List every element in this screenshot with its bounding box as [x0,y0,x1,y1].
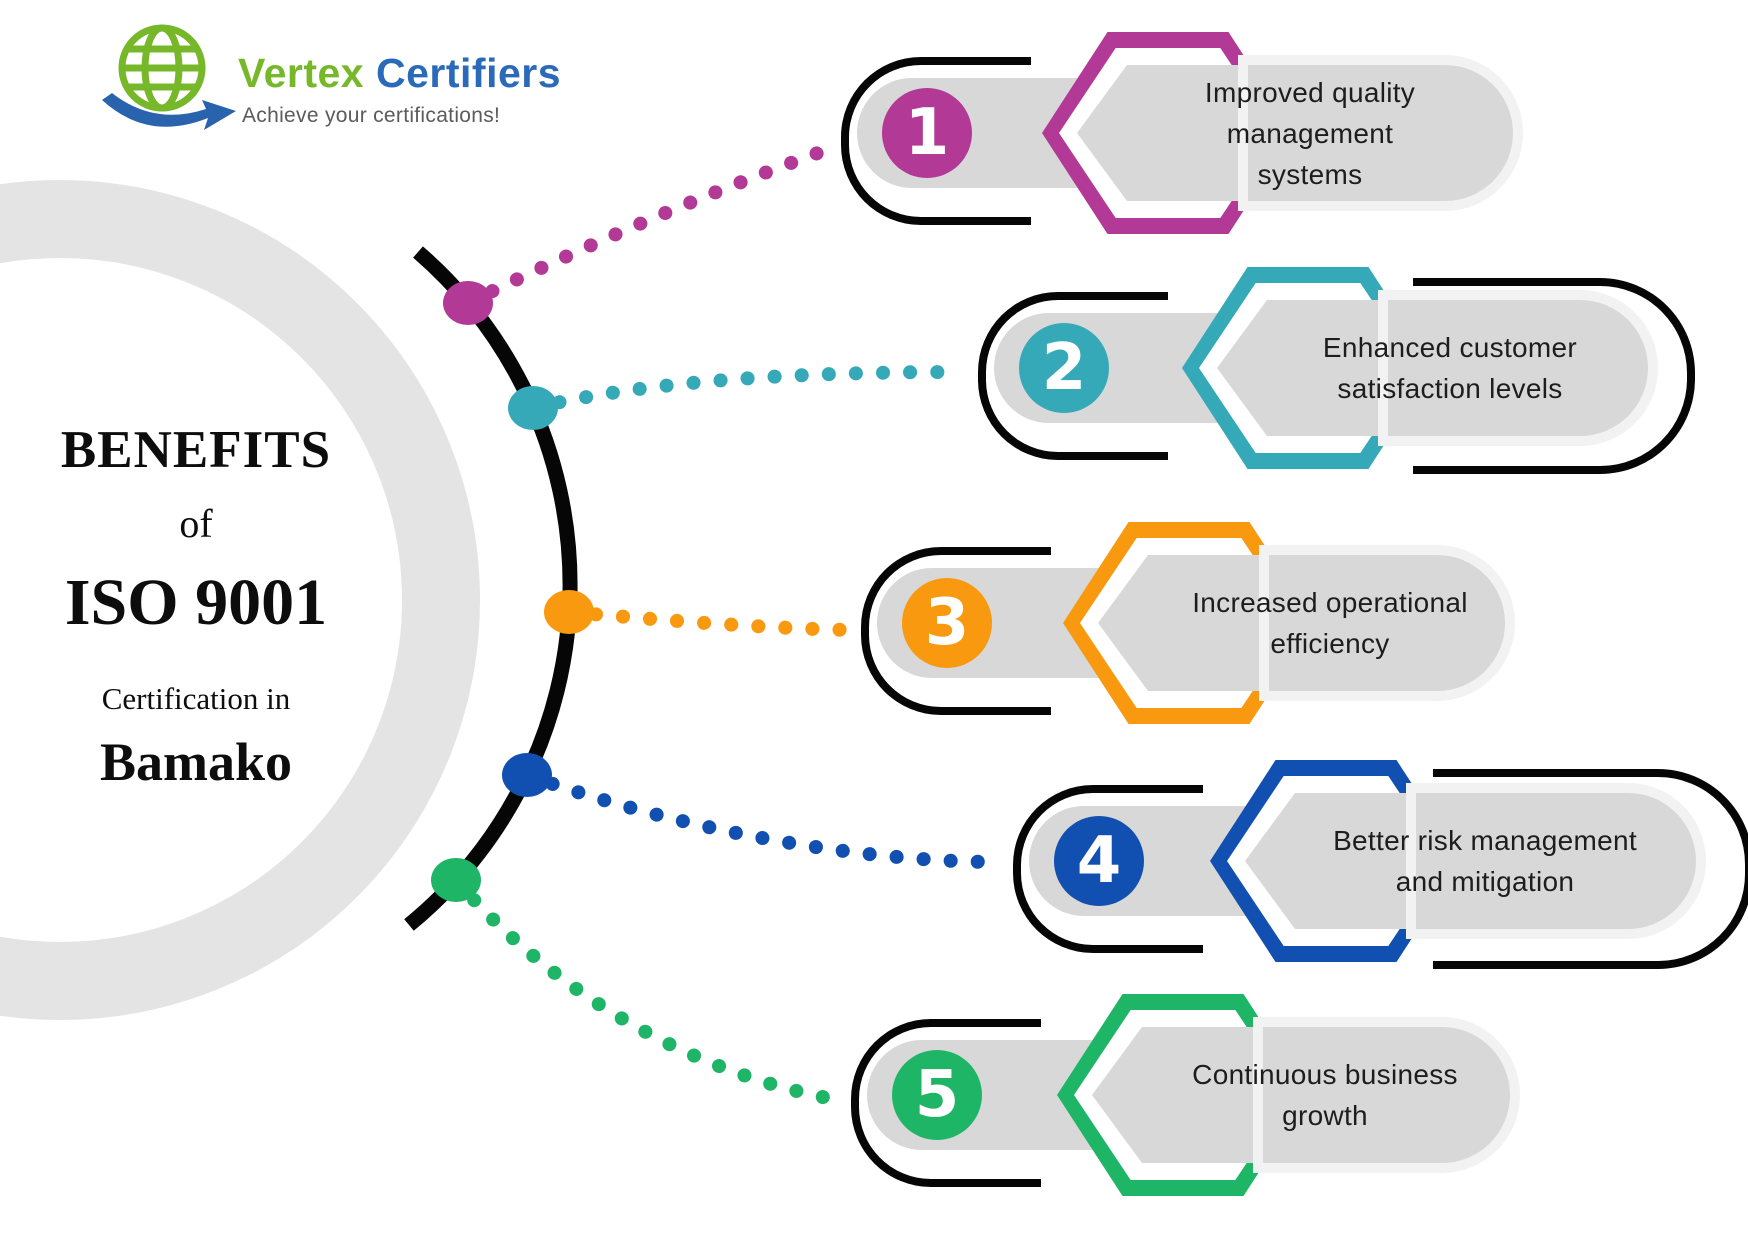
benefit-label-3: Increased operational efficiency [1192,587,1468,659]
text-panel-5 [1263,1027,1510,1163]
brand-name-part1: Vertex [238,50,365,96]
headline-city: Bamako [99,732,293,792]
connector-dotted-1 [461,143,833,310]
arc-node-5 [431,858,481,902]
benefit-label-2: Enhanced customer satisfaction levels [1322,332,1578,404]
brand-name-part2: Certifiers [376,50,562,96]
arc-node-2 [508,386,558,430]
benefit-number-1: 1 [882,88,972,178]
connector-dotted-4 [520,768,1007,869]
headline-benefits: BENEFITS [60,421,332,479]
brand-logo: Vertex Certifiers Achieve your certifica… [96,16,656,146]
bracket-left-2 [978,292,1168,460]
headline-iso9001: ISO 9001 [64,566,328,639]
headline-certification-in: Certification in [101,681,291,716]
arc-node-1 [443,281,493,325]
bracket-right-4 [1433,769,1748,969]
benefit-label-4: Better risk management and mitigation [1333,825,1637,897]
globe-arrow-icon [102,24,236,130]
arc-node-3 [544,590,594,634]
benefit-label-1: Improved quality management systems [1204,76,1416,190]
bracket-left-4 [1013,785,1203,953]
bracket-left-3 [861,547,1051,715]
connector-dotted-2 [526,365,969,415]
text-panel-1 [1248,65,1513,201]
text-panel-4 [1416,793,1696,929]
text-panel-2 [1388,300,1648,436]
benefit-label-5: Continuous business growth [1192,1059,1458,1131]
connector-dotted-5 [449,873,845,1107]
timeline-arc [404,246,578,931]
bracket-right-2 [1413,278,1695,474]
benefit-number-3: 3 [902,578,992,668]
bracket-left-1 [841,57,1031,225]
headline-block: BENEFITS of ISO 9001 Certification in Ba… [26,420,366,793]
text-panel-3 [1269,555,1505,691]
bracket-left-5 [851,1019,1041,1187]
headline-of: of [179,501,213,546]
benefit-number-5: 5 [892,1050,982,1140]
brand-name: Vertex Certifiers [238,50,561,97]
benefit-number-2: 2 [1019,323,1109,413]
connector-dotted-3 [562,605,857,637]
brand-tagline: Achieve your certifications! [242,104,501,127]
arc-node-4 [502,753,552,797]
benefit-number-4: 4 [1054,816,1144,906]
